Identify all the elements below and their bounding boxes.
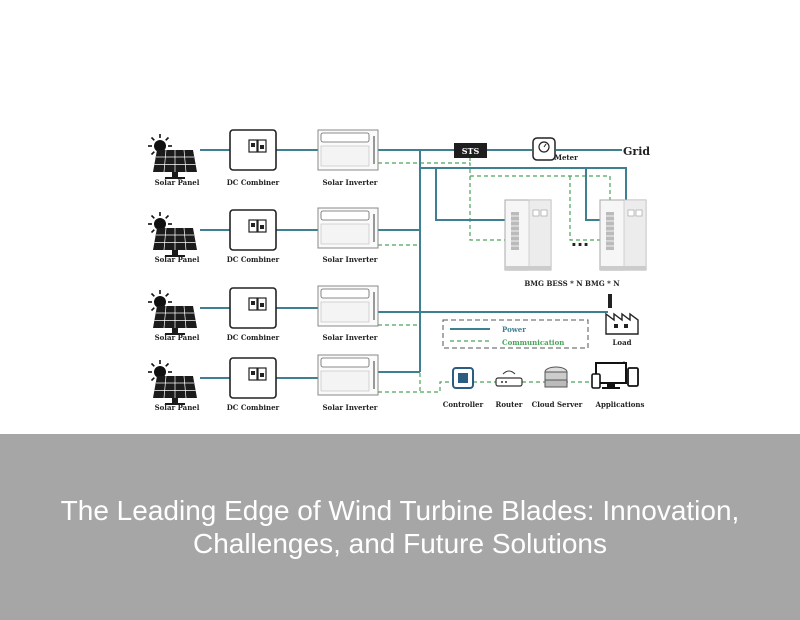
- cloud-server: Cloud Server: [532, 366, 583, 409]
- applications: Applications: [591, 362, 645, 409]
- dc-combiner-icon: [229, 357, 277, 399]
- load-label: Load: [612, 338, 631, 347]
- router: Router: [495, 370, 523, 409]
- dc-combiner-icon: [229, 209, 277, 251]
- dc-combiner-icon: [229, 287, 277, 329]
- grid-label: Grid: [623, 145, 650, 158]
- solar-row-1: Solar Panel DC Combiner Solar Inverter: [147, 129, 379, 187]
- solar-panel-icon: [152, 305, 198, 336]
- caption-title: The Leading Edge of Wind Turbine Blades:…: [60, 495, 740, 559]
- battery-cabinet-icon: [599, 199, 647, 271]
- solar-panel-label: Solar Panel: [155, 255, 200, 264]
- battery-cabinet-icon: [504, 199, 552, 271]
- router-label: Router: [496, 400, 523, 409]
- controller: Controller: [443, 367, 484, 409]
- devices-icon: [591, 362, 639, 389]
- solar-row-4: Solar Panel DC Combiner Solar Inverter: [147, 354, 379, 412]
- legend-power-label: Power: [502, 325, 526, 334]
- dc-combiner-label: DC Combiner: [227, 333, 280, 342]
- solar-row-2: Solar Panel DC Combiner Solar Inverter: [147, 207, 379, 264]
- diagram-canvas: Solar Panel DC Combiner Solar Inverter S…: [147, 129, 650, 412]
- controller-label: Controller: [443, 400, 484, 409]
- ellipsis: ...: [571, 231, 589, 250]
- solar-inverter-icon: [317, 207, 379, 249]
- solar-panel-label: Solar Panel: [155, 333, 200, 342]
- solar-inverter-label: Solar Inverter: [323, 333, 378, 342]
- solar-inverter-icon: [317, 354, 379, 396]
- solar-row-3: Solar Panel DC Combiner Solar Inverter: [147, 285, 379, 342]
- solar-panel-icon: [152, 227, 198, 258]
- meter: Meter: [532, 137, 578, 162]
- bess-label: BMG BESS * N BMG * N: [524, 279, 620, 288]
- communication-lines: [378, 150, 625, 393]
- system-diagram: Solar Panel DC Combiner Solar Inverter S…: [147, 129, 651, 412]
- legend-communication-label: Communication: [502, 338, 564, 347]
- dc-combiner-icon: [229, 129, 277, 171]
- solar-panel-label: Solar Panel: [155, 178, 200, 187]
- dc-combiner-label: DC Combiner: [227, 178, 280, 187]
- applications-label: Applications: [595, 400, 645, 409]
- meter-label: Meter: [554, 153, 578, 162]
- cloud-server-label: Cloud Server: [532, 400, 583, 409]
- power-lines: [200, 149, 627, 379]
- legend: Power Communication: [442, 319, 589, 349]
- load: Load: [605, 294, 639, 347]
- dc-combiner-label: DC Combiner: [227, 255, 280, 264]
- caption-banner: The Leading Edge of Wind Turbine Blades:…: [0, 434, 800, 620]
- sts-switch: STS: [454, 143, 487, 158]
- dc-combiner-label: DC Combiner: [227, 403, 280, 412]
- sts-label: STS: [462, 146, 480, 156]
- solar-inverter-icon: [317, 129, 379, 171]
- solar-panel-label: Solar Panel: [155, 403, 200, 412]
- solar-inverter-label: Solar Inverter: [323, 255, 378, 264]
- factory-icon: [605, 294, 639, 335]
- solar-inverter-label: Solar Inverter: [323, 178, 378, 187]
- solar-panel-icon: [152, 375, 198, 406]
- solar-inverter-label: Solar Inverter: [323, 403, 378, 412]
- bess-units: ... BMG BESS * N BMG * N: [504, 199, 647, 288]
- solar-panel-icon: [152, 149, 198, 180]
- router-icon: [495, 377, 523, 387]
- solar-inverter-icon: [317, 285, 379, 327]
- meter-icon: [532, 137, 556, 161]
